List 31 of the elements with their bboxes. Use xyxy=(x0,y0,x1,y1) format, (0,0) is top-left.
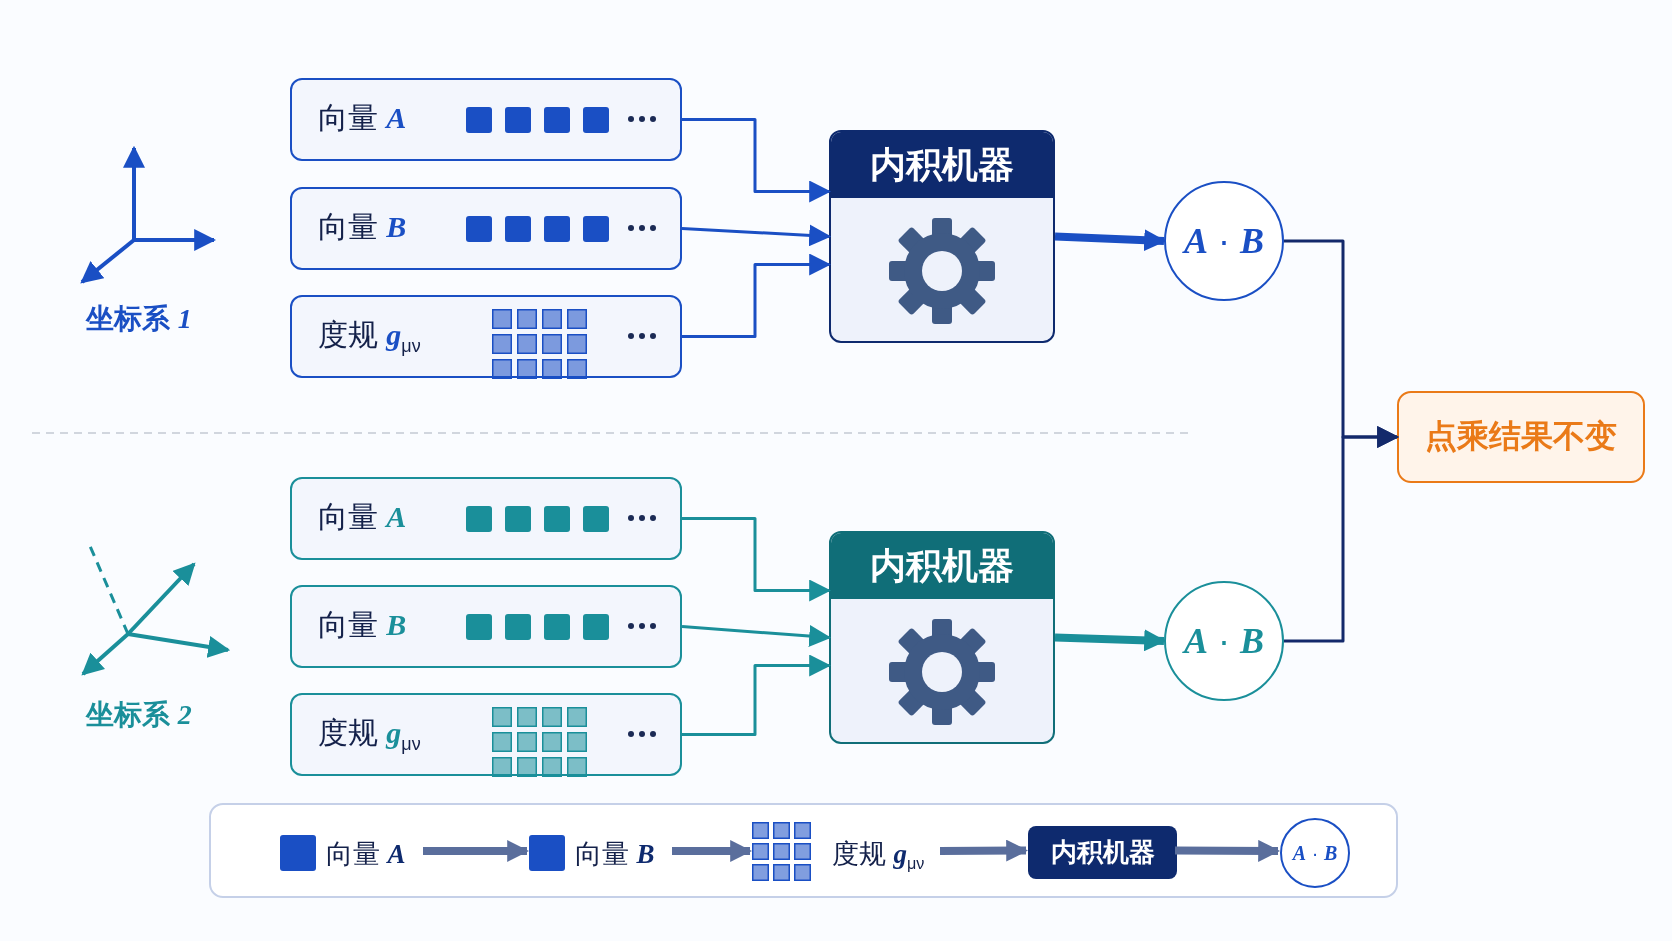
box-label: 度规 g$_{μν}$ xyxy=(318,317,421,357)
box-label: 向量 B xyxy=(318,607,407,643)
circle-label: A · B xyxy=(1184,620,1264,662)
machine-box xyxy=(829,531,1055,744)
arrow xyxy=(939,839,1029,862)
metric-box xyxy=(290,295,682,378)
machine-box xyxy=(829,130,1055,343)
box-label: 度规 g$_{μν}$ xyxy=(318,715,421,755)
machine-title: 内积机器 xyxy=(831,132,1053,198)
item-label: 向量 B xyxy=(575,838,655,871)
box-label: 点乘结果不变 xyxy=(1425,417,1617,456)
box-label: 向量 A xyxy=(318,100,407,136)
box-label: 向量 A xyxy=(318,499,407,535)
vector-box xyxy=(290,585,682,668)
vector-box xyxy=(290,78,682,161)
axis-caption: 坐标系 2 xyxy=(86,698,192,732)
box-label: 向量 B xyxy=(318,209,407,245)
machine-box xyxy=(1028,826,1177,879)
machine-title: 内积机器 xyxy=(831,533,1053,599)
axis-caption: 坐标系 1 xyxy=(86,302,192,336)
result-box xyxy=(1397,391,1645,483)
legend-panel xyxy=(209,803,1398,898)
box-label: 内积机器 xyxy=(1050,836,1155,869)
vector-box xyxy=(290,477,682,560)
item-label: 向量 A xyxy=(326,838,406,871)
arrow xyxy=(1175,839,1281,862)
item-label: 度规 g$_{μν}$ xyxy=(832,838,925,874)
circle-label: A · B xyxy=(1292,841,1338,865)
vector-box xyxy=(290,187,682,270)
circle-label: A · B xyxy=(1184,220,1264,262)
metric-box xyxy=(290,693,682,776)
